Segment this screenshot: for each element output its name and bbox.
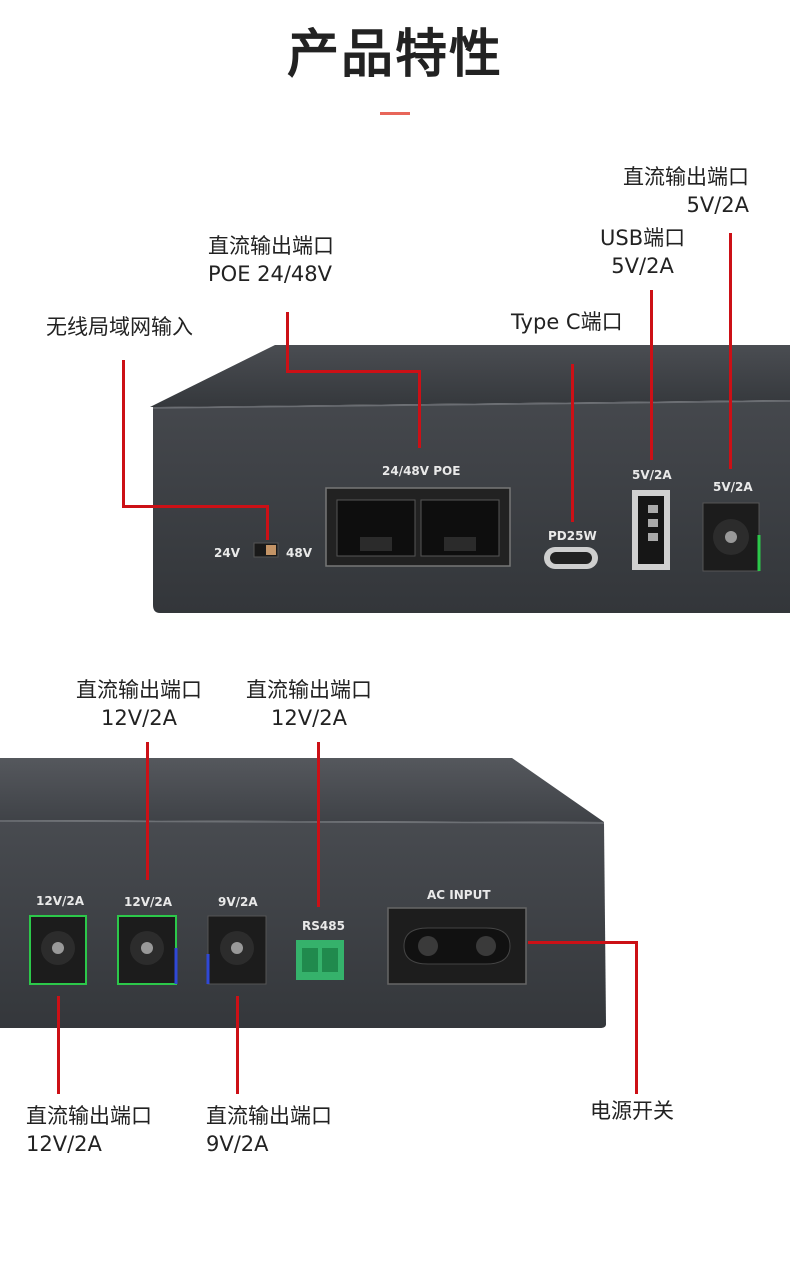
leader-poe-v2 bbox=[418, 370, 421, 448]
leader-dc5 bbox=[729, 233, 732, 469]
leader-wlan-v1 bbox=[122, 360, 125, 508]
label-usb: USB端口 5V/2A bbox=[600, 226, 686, 278]
page-title: 产品特性 bbox=[286, 25, 503, 85]
label-dc-5v: 直流输出端口 5V/2A bbox=[623, 165, 749, 217]
leader-wlan-v2 bbox=[266, 505, 269, 540]
poe-silk-text: 24/48V POE bbox=[382, 464, 460, 478]
leader-power-v bbox=[635, 941, 638, 1094]
leader-poe-v1 bbox=[286, 312, 289, 372]
bottom-device-image: 12V/2A 12V/2A 9V/2A RS485 AC INPUT bbox=[0, 758, 610, 1030]
leader-usb bbox=[650, 290, 653, 460]
silk-rs485: RS485 bbox=[302, 919, 345, 933]
label-type-c: Type C端口 bbox=[511, 310, 623, 334]
label-wlan-input: 无线局域网输入 bbox=[46, 315, 193, 339]
leader-12v-b-top bbox=[146, 742, 149, 880]
leader-power-h bbox=[528, 941, 638, 944]
switch-48v-text: 48V bbox=[286, 546, 313, 560]
dc5-silk-text: 5V/2A bbox=[713, 480, 753, 494]
leader-typec bbox=[571, 364, 574, 522]
label-power-switch: 电源开关 bbox=[590, 1099, 674, 1123]
leader-rs485-top bbox=[317, 742, 320, 907]
label-dc-12v-b: 直流输出端口 12V/2A bbox=[246, 678, 372, 730]
silk-ac-input: AC INPUT bbox=[427, 888, 491, 902]
title-underline bbox=[380, 112, 410, 115]
silk-9v: 9V/2A bbox=[218, 895, 258, 909]
leader-12v-bottom bbox=[57, 996, 60, 1094]
label-dc-12v-a: 直流输出端口 12V/2A bbox=[76, 678, 202, 730]
leader-poe-h bbox=[286, 370, 421, 373]
label-dc-9v: 直流输出端口 9V/2A bbox=[206, 1104, 332, 1156]
label-poe-output: 直流输出端口 POE 24/48V bbox=[208, 234, 334, 286]
typec-silk-text: PD25W bbox=[548, 529, 597, 543]
leader-9v-bottom bbox=[236, 996, 239, 1094]
silk-12v-2: 12V/2A bbox=[124, 895, 173, 909]
switch-24v-text: 24V bbox=[214, 546, 241, 560]
label-dc-12v-c: 直流输出端口 12V/2A bbox=[26, 1104, 152, 1156]
top-device-image: 24V 48V 24/48V POE PD25W 5V/2A 5V/2A bbox=[150, 345, 790, 615]
leader-wlan-h bbox=[122, 505, 269, 508]
silk-12v-1: 12V/2A bbox=[36, 894, 85, 908]
usb-silk-text: 5V/2A bbox=[632, 468, 672, 482]
